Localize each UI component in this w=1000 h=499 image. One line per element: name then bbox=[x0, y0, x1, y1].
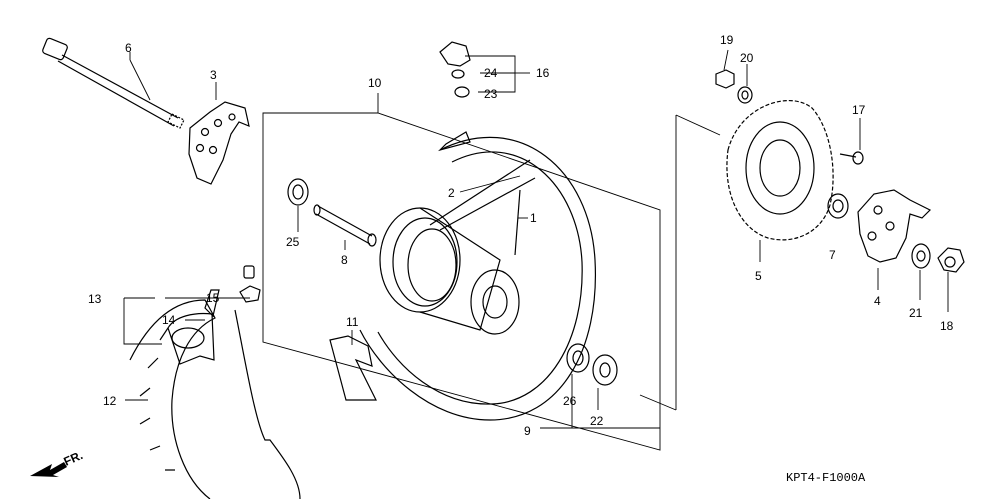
callout-20: 20 bbox=[740, 51, 754, 65]
callout-4: 4 bbox=[874, 294, 881, 308]
front-direction-arrow: FR. bbox=[30, 448, 85, 477]
callout-26: 26 bbox=[563, 394, 577, 408]
callout-15: 15 bbox=[206, 291, 220, 305]
callout-22: 22 bbox=[590, 414, 604, 428]
callout-19: 19 bbox=[720, 33, 734, 47]
tube-and-valve-part[interactable] bbox=[167, 265, 261, 365]
callout-12: 12 bbox=[103, 394, 117, 408]
callout-21: 21 bbox=[909, 306, 923, 320]
callout-16: 16 bbox=[536, 66, 550, 80]
chain-adjuster-plate-part[interactable] bbox=[857, 189, 932, 263]
washer-20-part[interactable] bbox=[737, 86, 753, 104]
collar-7-part[interactable] bbox=[827, 193, 849, 219]
callout-24: 24 bbox=[484, 66, 498, 80]
callout-numbers: 1 2 3 4 5 6 7 8 9 10 11 12 13 14 15 16 1… bbox=[88, 33, 954, 438]
callout-8: 8 bbox=[341, 253, 348, 267]
callout-6: 6 bbox=[125, 41, 132, 55]
callout-23: 23 bbox=[484, 87, 498, 101]
callout-13: 13 bbox=[88, 292, 102, 306]
washer-21-part[interactable] bbox=[911, 243, 931, 269]
callout-11: 11 bbox=[346, 315, 359, 329]
callout-7: 7 bbox=[829, 248, 836, 262]
clip-assembly-part[interactable] bbox=[439, 41, 471, 98]
driven-sprocket-part[interactable] bbox=[726, 100, 834, 241]
sprocket-bolt-part[interactable] bbox=[839, 151, 864, 165]
callout-18-nut: 18 bbox=[940, 319, 954, 333]
callout-17: 17 bbox=[852, 103, 866, 117]
diagram-code: KPT4-F1000A bbox=[786, 471, 866, 485]
distance-collar-part[interactable] bbox=[313, 204, 377, 247]
callout-10: 10 bbox=[368, 76, 382, 90]
callout-25: 25 bbox=[286, 235, 300, 249]
bearing-25-part[interactable] bbox=[287, 178, 309, 206]
rear-wheel-hub-part[interactable] bbox=[379, 159, 536, 335]
callout-2: 2 bbox=[448, 186, 455, 200]
nut-19-part[interactable] bbox=[715, 69, 735, 89]
axle-bolt-part[interactable] bbox=[42, 37, 185, 129]
callout-5: 5 bbox=[755, 269, 762, 283]
rear-wheel-rim-part[interactable] bbox=[329, 131, 597, 421]
axle-nut-part[interactable] bbox=[937, 247, 965, 273]
left-collar-plate-part[interactable] bbox=[188, 101, 250, 185]
callout-14: 14 bbox=[162, 313, 176, 327]
callout-3: 3 bbox=[210, 68, 217, 82]
callout-1: 1 bbox=[530, 211, 537, 225]
dust-seal-22-part[interactable] bbox=[592, 354, 618, 386]
bearing-26-part[interactable] bbox=[566, 343, 590, 373]
rear-tire-part[interactable] bbox=[129, 299, 301, 499]
callout-9: 9 bbox=[524, 424, 531, 438]
front-direction-label: FR. bbox=[62, 448, 85, 469]
leader-lines bbox=[123, 49, 949, 451]
